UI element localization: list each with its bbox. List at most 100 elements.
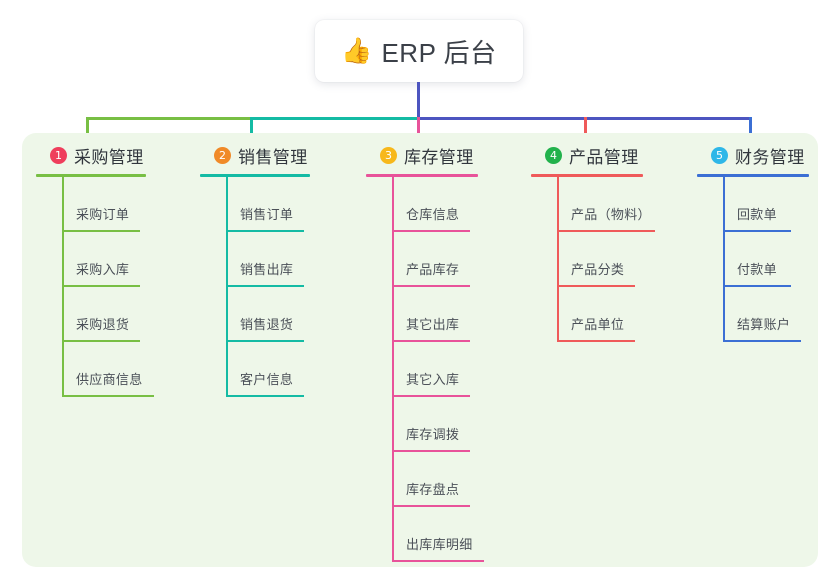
column-badge-1: 1 bbox=[50, 146, 67, 164]
leaf-label: 产品（物料） bbox=[571, 207, 651, 222]
leaf-rule bbox=[226, 395, 304, 397]
leaf-rule bbox=[723, 340, 801, 342]
column-rule-4 bbox=[531, 174, 643, 177]
leaf-rule bbox=[226, 230, 304, 232]
column-badge-3: 3 bbox=[380, 146, 397, 164]
leaf-label: 库存调拨 bbox=[406, 427, 460, 442]
leaf-item[interactable]: 仓库信息 bbox=[366, 177, 478, 232]
leaf-rule bbox=[392, 505, 470, 507]
column-items-1: 采购订单采购入库采购退货供应商信息 bbox=[36, 177, 154, 397]
column-rule-2 bbox=[200, 174, 310, 177]
leaf-item[interactable]: 付款单 bbox=[697, 232, 809, 287]
leaf-item[interactable]: 采购订单 bbox=[36, 177, 146, 232]
leaf-label: 销售出库 bbox=[240, 262, 294, 277]
column-title-3: 库存管理 bbox=[404, 147, 474, 167]
leaf-item[interactable]: 销售订单 bbox=[200, 177, 310, 232]
column-header-2[interactable]: 2 销售管理 bbox=[200, 143, 310, 167]
leaf-item[interactable]: 销售出库 bbox=[200, 232, 310, 287]
column-items-3: 仓库信息产品库存其它出库其它入库库存调拨库存盘点出库库明细 bbox=[366, 177, 484, 562]
leaf-label: 仓库信息 bbox=[406, 207, 460, 222]
leaf-rule bbox=[392, 560, 484, 562]
leaf-rule bbox=[62, 285, 140, 287]
leaf-item[interactable]: 出库库明细 bbox=[366, 507, 484, 562]
leaf-item[interactable]: 库存调拨 bbox=[366, 397, 478, 452]
leaf-label: 采购退货 bbox=[76, 317, 130, 332]
column-4: 4 产品管理产品（物料） 产品分类产品单位 bbox=[531, 143, 655, 342]
root-stem-connector bbox=[417, 82, 420, 120]
column-spine-3 bbox=[392, 177, 394, 562]
column-2: 2 销售管理销售订单销售出库销售退货客户信息 bbox=[200, 143, 310, 397]
column-badge-4: 4 bbox=[545, 146, 562, 164]
column-header-3[interactable]: 3 库存管理 bbox=[366, 143, 478, 167]
leaf-label: 销售退货 bbox=[240, 317, 294, 332]
leaf-rule bbox=[226, 285, 304, 287]
leaf-label: 库存盘点 bbox=[406, 482, 460, 497]
column-spine-4 bbox=[557, 177, 559, 342]
leaf-rule bbox=[62, 395, 154, 397]
leaf-label: 产品单位 bbox=[571, 317, 625, 332]
leaf-label: 采购订单 bbox=[76, 207, 130, 222]
leaf-rule bbox=[557, 285, 635, 287]
leaf-rule bbox=[392, 395, 470, 397]
column-spine-1 bbox=[62, 177, 64, 397]
leaf-rule bbox=[557, 340, 635, 342]
thumbs-up-icon: 👍 bbox=[341, 36, 373, 65]
leaf-label: 出库库明细 bbox=[406, 537, 473, 552]
leaf-item[interactable]: 结算账户 bbox=[697, 287, 809, 342]
leaf-rule bbox=[392, 285, 470, 287]
leaf-item[interactable]: 库存盘点 bbox=[366, 452, 478, 507]
leaf-item[interactable]: 采购入库 bbox=[36, 232, 146, 287]
leaf-label: 其它入库 bbox=[406, 372, 460, 387]
leaf-item[interactable]: 其它出库 bbox=[366, 287, 478, 342]
column-3: 3 库存管理仓库信息产品库存其它出库其它入库库存调拨库存盘点出库库明细 bbox=[366, 143, 484, 562]
leaf-item[interactable]: 客户信息 bbox=[200, 342, 310, 397]
leaf-item[interactable]: 产品（物料） bbox=[531, 177, 655, 232]
leaf-rule bbox=[723, 285, 791, 287]
leaf-label: 客户信息 bbox=[240, 372, 294, 387]
column-title-4: 产品管理 bbox=[569, 147, 639, 167]
column-rule-3 bbox=[366, 174, 478, 177]
column-items-5: 回款单付款单结算账户 bbox=[697, 177, 809, 342]
leaf-item[interactable]: 产品单位 bbox=[531, 287, 643, 342]
leaf-rule bbox=[62, 230, 140, 232]
bus-segment-green bbox=[87, 117, 252, 120]
leaf-item[interactable]: 回款单 bbox=[697, 177, 809, 232]
leaf-item[interactable]: 采购退货 bbox=[36, 287, 146, 342]
leaf-label: 回款单 bbox=[737, 207, 777, 222]
leaf-item[interactable]: 销售退货 bbox=[200, 287, 310, 342]
root-title: ERP 后台 bbox=[381, 37, 497, 68]
leaf-item[interactable]: 供应商信息 bbox=[36, 342, 154, 397]
bus-segment-teal bbox=[251, 117, 419, 120]
column-spine-5 bbox=[723, 177, 725, 342]
column-items-2: 销售订单销售出库销售退货客户信息 bbox=[200, 177, 310, 397]
leaf-label: 采购入库 bbox=[76, 262, 130, 277]
root-node[interactable]: 👍 ERP 后台 bbox=[315, 20, 523, 82]
leaf-rule bbox=[62, 340, 140, 342]
leaf-rule bbox=[392, 230, 470, 232]
leaf-item[interactable]: 其它入库 bbox=[366, 342, 478, 397]
leaf-item[interactable]: 产品库存 bbox=[366, 232, 478, 287]
column-rule-5 bbox=[697, 174, 809, 177]
leaf-item[interactable]: 产品分类 bbox=[531, 232, 643, 287]
column-badge-5: 5 bbox=[711, 146, 728, 164]
background-panel bbox=[22, 133, 818, 567]
leaf-rule bbox=[723, 230, 791, 232]
column-header-4[interactable]: 4 产品管理 bbox=[531, 143, 643, 167]
leaf-rule bbox=[557, 230, 655, 232]
leaf-rule bbox=[392, 340, 470, 342]
leaf-label: 结算账户 bbox=[737, 317, 791, 332]
leaf-label: 付款单 bbox=[737, 262, 777, 277]
column-title-2: 销售管理 bbox=[238, 147, 308, 167]
root-node-content: 👍 ERP 后台 bbox=[341, 33, 496, 70]
column-badge-2: 2 bbox=[214, 146, 231, 164]
leaf-rule bbox=[226, 340, 304, 342]
leaf-label: 其它出库 bbox=[406, 317, 460, 332]
leaf-rule bbox=[392, 450, 470, 452]
column-items-4: 产品（物料） 产品分类产品单位 bbox=[531, 177, 655, 342]
column-spine-2 bbox=[226, 177, 228, 397]
